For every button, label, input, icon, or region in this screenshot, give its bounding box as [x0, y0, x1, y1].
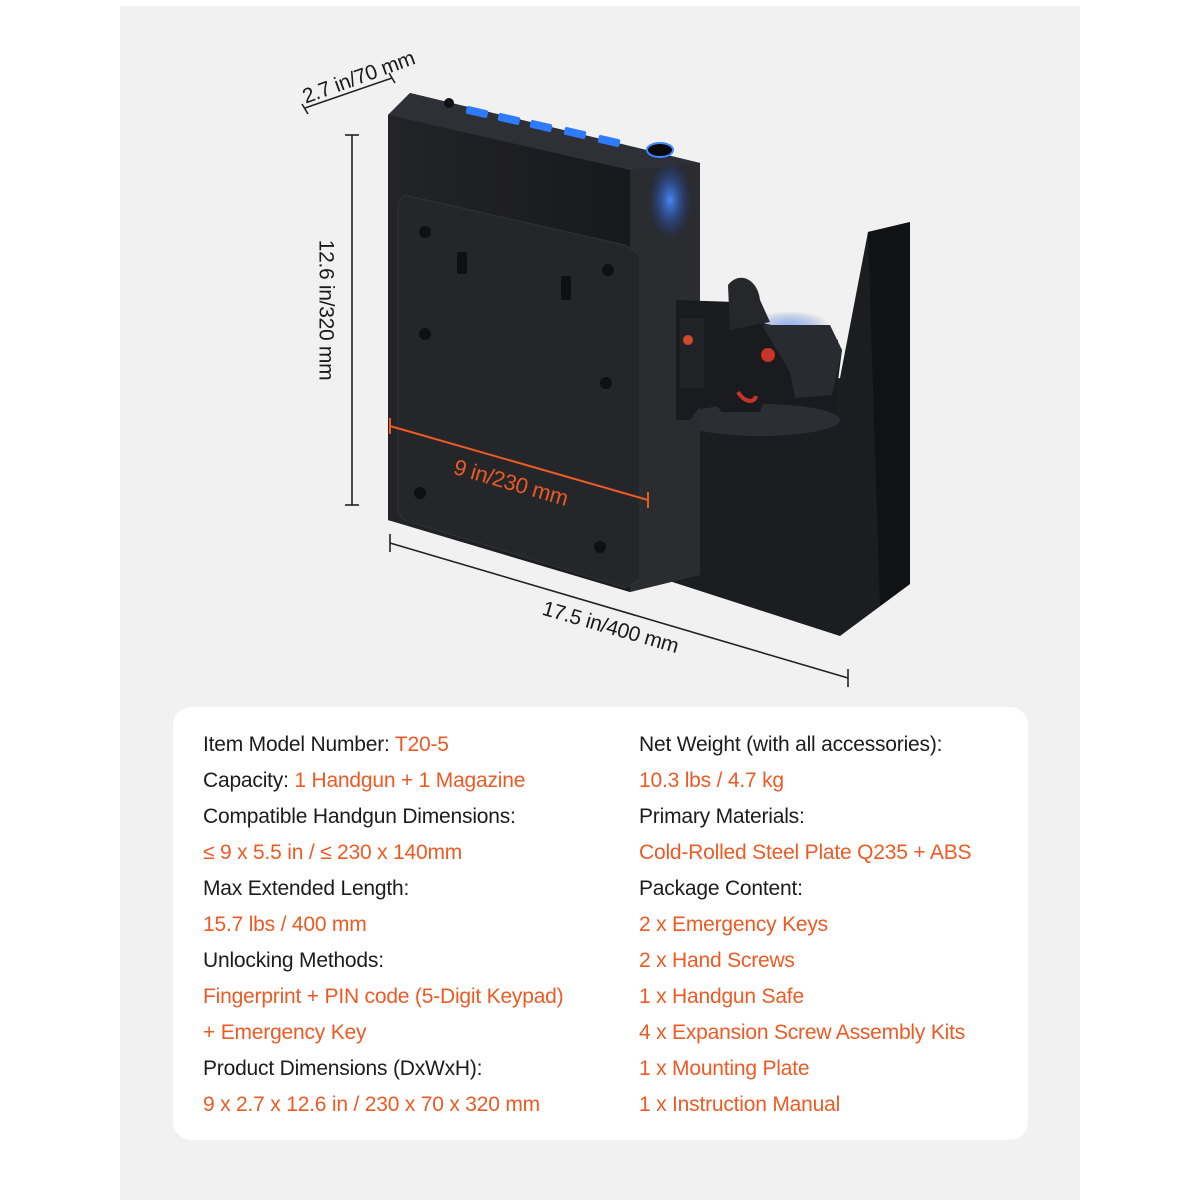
spec-key: Package Content:: [639, 877, 803, 900]
spec-key: Product Dimensions (DxWxH):: [203, 1057, 483, 1080]
spec-line: Primary Materials:: [639, 799, 971, 835]
spec-line: 9 x 2.7 x 12.6 in / 230 x 70 x 320 mm: [203, 1087, 563, 1123]
spec-value: Cold-Rolled Steel Plate Q235 + ABS: [639, 841, 972, 864]
spec-line: Item Model Number: T20-5: [203, 727, 563, 763]
spec-key: Unlocking Methods:: [203, 949, 384, 972]
spec-value: 1 x Mounting Plate: [639, 1057, 810, 1080]
height-dimension-label: 12.6 in/320 mm: [314, 239, 338, 381]
spec-value: 2 x Emergency Keys: [639, 913, 828, 936]
spec-line: Package Content:: [639, 871, 971, 907]
spec-line: Cold-Rolled Steel Plate Q235 + ABS: [639, 835, 972, 871]
spec-line: 4 x Expansion Screw Assembly Kits: [639, 1015, 971, 1051]
spec-line: 1 x Mounting Plate: [639, 1051, 971, 1087]
spec-line: + Emergency Key: [203, 1015, 563, 1051]
spec-value: 4 x Expansion Screw Assembly Kits: [639, 1021, 966, 1044]
spec-value: 15.7 lbs / 400 mm: [203, 913, 367, 936]
spec-value: ≤ 9 x 5.5 in / ≤ 230 x 140mm: [203, 841, 463, 864]
spec-key: Compatible Handgun Dimensions:: [203, 805, 516, 828]
spec-key: Capacity:: [203, 769, 295, 792]
spec-value: 2 x Hand Screws: [639, 949, 795, 972]
spec-line: ≤ 9 x 5.5 in / ≤ 230 x 140mm: [203, 835, 563, 871]
spec-key: Item Model Number:: [203, 733, 395, 756]
spec-line: Capacity: 1 Handgun + 1 Magazine: [203, 763, 563, 799]
spec-line: 1 x Instruction Manual: [639, 1087, 971, 1123]
spec-line: 2 x Emergency Keys: [639, 907, 971, 943]
spec-value: 9 x 2.7 x 12.6 in / 230 x 70 x 320 mm: [203, 1093, 540, 1116]
spec-line: 10.3 lbs / 4.7 kg: [639, 763, 971, 799]
spec-line: Compatible Handgun Dimensions:: [203, 799, 563, 835]
spec-line: Net Weight (with all accessories):: [639, 727, 971, 763]
spec-value: Fingerprint + PIN code (5-Digit Keypad): [203, 985, 564, 1008]
spec-value: 1 Handgun + 1 Magazine: [294, 769, 526, 792]
spec-value: 1 x Handgun Safe: [639, 985, 804, 1008]
width-measure: [389, 418, 649, 508]
spec-line: 15.7 lbs / 400 mm: [203, 907, 563, 943]
keypad: [444, 98, 674, 158]
spec-value: T20-5: [394, 733, 449, 756]
spec-value: 10.3 lbs / 4.7 kg: [639, 769, 784, 792]
interior-glow: [648, 160, 692, 240]
spec-key: Primary Materials:: [639, 805, 805, 828]
dimension-lines: [301, 72, 849, 687]
spec-line: Product Dimensions (DxWxH):: [203, 1051, 563, 1087]
mounting-plate: [397, 194, 641, 589]
handgun: [676, 277, 842, 420]
spec-line: Max Extended Length:: [203, 871, 563, 907]
product-illustration: [301, 72, 910, 687]
spec-column-right: Net Weight (with all accessories): 10.3 l…: [639, 727, 972, 1123]
spec-key: Net Weight (with all accessories):: [639, 733, 943, 756]
spec-line: Unlocking Methods:: [203, 943, 563, 979]
spec-value: + Emergency Key: [203, 1021, 367, 1044]
spec-line: 1 x Handgun Safe: [639, 979, 971, 1015]
spec-value: 1 x Instruction Manual: [639, 1093, 841, 1116]
spec-key: Max Extended Length:: [203, 877, 410, 900]
spec-line: Fingerprint + PIN code (5-Digit Keypad): [203, 979, 564, 1015]
spec-line: 2 x Hand Screws: [639, 943, 971, 979]
